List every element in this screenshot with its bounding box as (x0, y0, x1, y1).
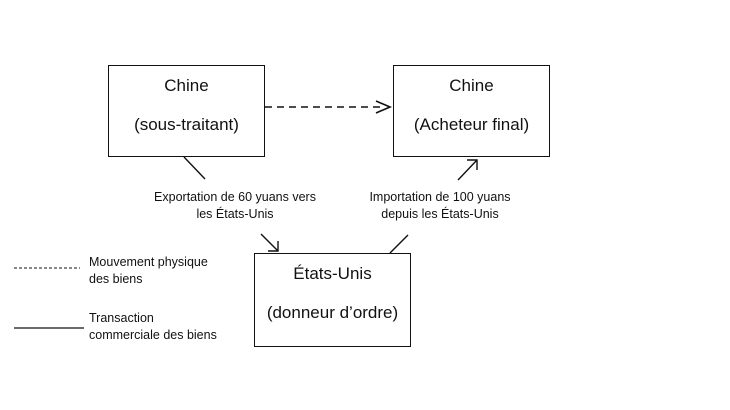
node-usa-role: (donneur d’ordre) (266, 303, 399, 322)
export-label-line2: les États-Unis (196, 207, 274, 221)
legend-physical-line1: Mouvement physique (89, 255, 208, 269)
node-china-buyer: Chine (Acheteur final) (393, 65, 550, 157)
legend-physical-line2: des biens (89, 272, 143, 286)
import-line-top (457, 159, 478, 181)
legend-commercial-line1: Transaction (89, 311, 154, 325)
export-label-line1: Exportation de 60 yuans vers (154, 190, 316, 204)
export-arrowhead (268, 241, 279, 252)
export-label: Exportation de 60 yuans vers les États-U… (135, 189, 335, 223)
legend-physical-label: Mouvement physique des biens (89, 254, 249, 288)
export-line-bottom (260, 233, 279, 252)
export-line-top (183, 156, 206, 180)
legend-commercial-line2: commerciale des biens (89, 328, 217, 342)
import-arrowhead (467, 159, 478, 170)
import-label-line1: Importation de 100 yuans (369, 190, 511, 204)
node-china-buyer-role: (Acheteur final) (413, 115, 530, 134)
import-label-line2: depuis les États-Unis (381, 207, 499, 221)
import-line-bottom (389, 234, 409, 254)
node-china-subcontractor-name: Chine (164, 76, 209, 95)
node-china-subcontractor-role: (sous-traitant) (134, 115, 239, 134)
import-label: Importation de 100 yuans depuis les État… (345, 189, 535, 223)
legend-commercial-label: Transaction commerciale des biens (89, 310, 249, 344)
node-usa-name: États-Unis (293, 264, 372, 283)
node-china-buyer-name: Chine (449, 76, 494, 95)
physical-movement-arrowhead (375, 100, 393, 114)
node-china-subcontractor: Chine (sous-traitant) (108, 65, 265, 157)
node-usa: États-Unis (donneur d’ordre) (254, 253, 411, 347)
